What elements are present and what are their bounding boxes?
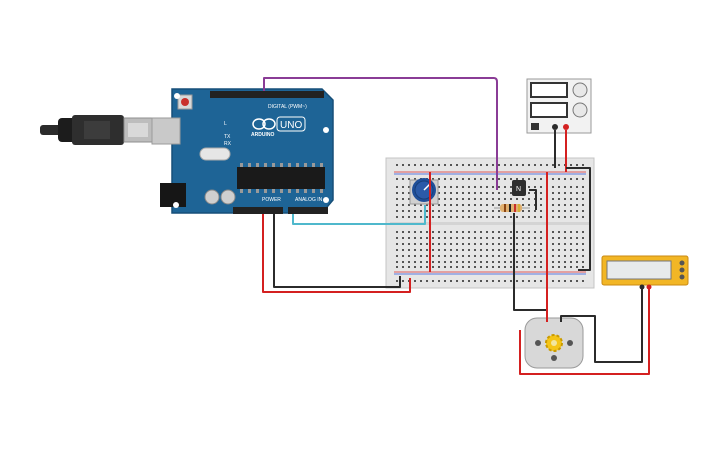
multimeter-port[interactable] <box>679 267 685 273</box>
transistor-label: N <box>516 186 521 193</box>
transistor[interactable]: N <box>512 180 526 196</box>
potentiometer[interactable] <box>409 178 439 205</box>
capacitor <box>204 189 220 205</box>
wire-black-breadboard[interactable] <box>566 167 591 271</box>
multimeter-port[interactable] <box>679 274 685 280</box>
current-knob[interactable] <box>572 102 588 118</box>
usb-cable[interactable] <box>40 115 155 145</box>
brand-label: ARDUINO <box>251 132 274 138</box>
power-header[interactable] <box>233 207 283 214</box>
multimeter-probe-negative[interactable] <box>639 284 645 290</box>
arduino-logo: ARDUINO UNO <box>251 116 306 138</box>
multimeter[interactable] <box>601 255 689 290</box>
wire-purple[interactable] <box>263 77 498 190</box>
multimeter-probe-positive[interactable] <box>646 284 652 290</box>
wire-black-meter[interactable] <box>560 289 643 363</box>
wire-cyan[interactable] <box>292 205 426 225</box>
digital-pins-label: DIGITAL (PWM~) <box>268 104 307 110</box>
power-supply[interactable] <box>526 78 592 134</box>
rx-label: RX <box>224 141 232 147</box>
analog-pins-label: ANALOG IN <box>295 197 323 203</box>
capacitor <box>220 189 236 205</box>
multimeter-port[interactable] <box>679 260 685 266</box>
l-label: L <box>224 121 227 127</box>
tx-label: TX <box>224 134 231 140</box>
power-pins-label: POWER <box>262 197 281 203</box>
arduino-uno-board[interactable]: DIGITAL (PWM~) TX RX L POWER ANALOG IN A… <box>151 88 334 214</box>
resistor[interactable] <box>494 204 530 212</box>
usb-connector <box>151 117 181 145</box>
power-jack <box>160 183 186 207</box>
current-display <box>530 102 568 118</box>
voltage-knob[interactable] <box>572 82 588 98</box>
wire-black-gnd[interactable] <box>273 214 401 288</box>
wire-red-5v[interactable] <box>262 214 411 293</box>
digital-header[interactable] <box>210 91 324 98</box>
microcontroller-chip <box>237 167 325 189</box>
terminal-positive[interactable] <box>563 124 569 130</box>
model-label: UNO <box>280 120 302 131</box>
dc-motor[interactable] <box>524 317 584 369</box>
voltage-display <box>530 82 568 98</box>
analog-header[interactable] <box>288 207 328 214</box>
terminal-negative[interactable] <box>552 124 558 130</box>
wire-black-transistor[interactable] <box>529 189 537 210</box>
wire-red-meter[interactable] <box>519 289 650 375</box>
multimeter-display <box>606 260 672 280</box>
